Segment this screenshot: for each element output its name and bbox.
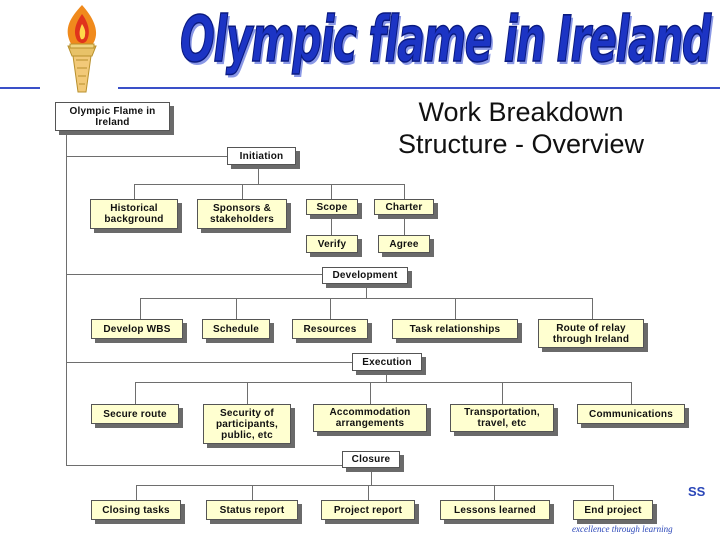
wbs-node-schedule: Schedule	[202, 319, 270, 339]
header-rule-right	[118, 87, 720, 89]
wbs-node-secure-route: Secure route	[91, 404, 179, 424]
footer-logo-fragment: SS	[688, 484, 706, 499]
wbs-node-end-project: End project	[573, 500, 653, 520]
wbs-node-transportation: Transportation, travel, etc	[450, 404, 554, 432]
banner-title: Olympic flame in Ireland	[180, 1, 712, 77]
wbs-node-task-relationships: Task relationships	[392, 319, 518, 339]
phase-initiation: Initiation	[227, 147, 296, 165]
wbs-node-communications: Communications	[577, 404, 685, 424]
wbs-node-closing-tasks: Closing tasks	[91, 500, 181, 520]
wbs-node-security: Security of participants, public, etc	[203, 404, 291, 444]
wbs-node-verify: Verify	[306, 235, 358, 253]
phase-development: Development	[322, 267, 408, 284]
wbs-node-accommodation: Accommodation arrangements	[313, 404, 427, 432]
phase-execution: Execution	[352, 353, 422, 371]
wbs-node-charter: Charter	[374, 199, 434, 215]
slide-title: Work Breakdown Structure - Overview	[360, 96, 682, 160]
wbs-node-status-report: Status report	[206, 500, 298, 520]
footer-logo-tagline: excellence through learning	[572, 524, 673, 534]
wbs-node-agree: Agree	[378, 235, 430, 253]
wbs-node-develop-wbs: Develop WBS	[91, 319, 183, 339]
wbs-node-route-of-relay: Route of relay through Ireland	[538, 319, 644, 348]
wbs-node-scope: Scope	[306, 199, 358, 215]
wbs-node-historical-background: Historical background	[90, 199, 178, 229]
torch-logo-icon	[67, 5, 97, 93]
wbs-node-lessons-learned: Lessons learned	[440, 500, 550, 520]
wbs-node-sponsors-stakeholders: Sponsors & stakeholders	[197, 199, 287, 229]
header-rule-left	[0, 87, 40, 89]
slide-title-line-2: Structure - Overview	[397, 129, 645, 159]
wbs-root: Olympic Flame in Ireland	[55, 102, 170, 131]
wbs-node-project-report: Project report	[321, 500, 415, 520]
wbs-node-resources: Resources	[292, 319, 368, 339]
slide-title-line-1: Work Breakdown	[418, 97, 624, 127]
phase-closure: Closure	[342, 451, 400, 468]
